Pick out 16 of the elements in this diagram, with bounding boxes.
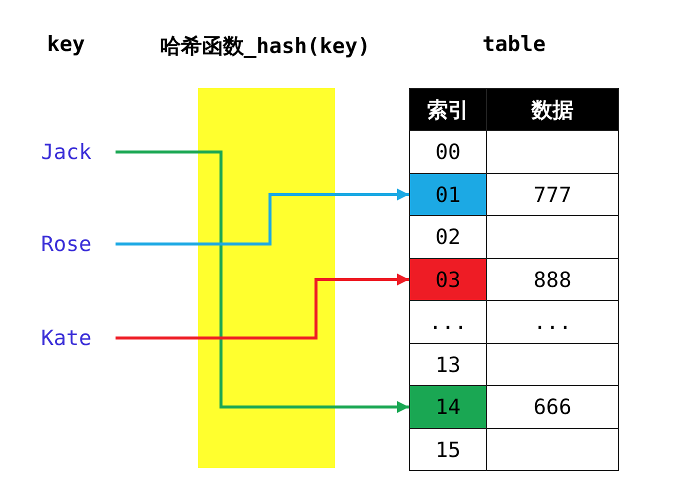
key-text: Kate	[41, 325, 92, 351]
arrow	[116, 274, 409, 340]
table-heading: table	[481, 32, 547, 56]
table-cell	[486, 428, 619, 471]
table-cell: 14	[409, 385, 487, 429]
table-cell: 15	[409, 428, 487, 471]
table-cell: 03	[409, 258, 487, 301]
key-text: Rose	[41, 231, 92, 257]
column-heading: 哈希函数_hash(key)	[158, 33, 372, 60]
key-text: Jack	[41, 139, 92, 165]
table-cell: 01	[409, 173, 487, 216]
table-header-cell: 数据	[486, 88, 619, 131]
arrow	[116, 188, 409, 246]
column-heading: key	[47, 32, 85, 56]
arrow	[116, 150, 409, 413]
table-header-cell: 索引	[409, 88, 487, 131]
